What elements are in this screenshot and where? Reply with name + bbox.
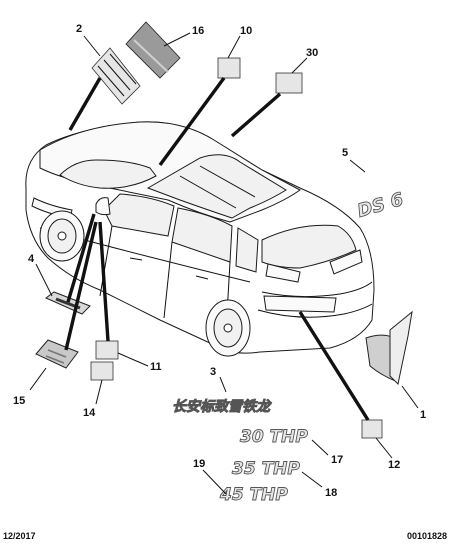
part-14-label [90,361,114,381]
part-10-label [217,57,241,79]
part-17-30thp-badge: 30 THP [240,427,308,447]
callout-numbers: 2 16 10 30 5 4 11 3 15 14 1 17 12 19 18 [13,23,426,499]
part-3-chinese-emblem: 长安标致雪铁龙 [172,398,272,415]
callout-18: 18 [325,487,337,499]
callout-16: 16 [192,25,204,37]
callout-19: 19 [193,458,205,470]
part-1-logo [365,310,413,386]
callout-4: 4 [28,253,35,265]
footer-date: 12/2017 [3,531,36,541]
part-16-plate [125,21,181,79]
part-4-module [45,291,91,315]
callout-30: 30 [306,47,318,59]
part-18-35thp-badge: 35 THP [232,459,300,479]
part-15-plate [35,339,79,369]
car-illustration [25,121,375,357]
footer-reference: 00101828 [406,531,447,541]
callout-12: 12 [388,459,400,471]
callout-14: 14 [83,407,96,419]
part-11-label [95,340,119,360]
callout-17: 17 [331,454,343,466]
part-30-label [275,72,303,94]
part-12-label [361,419,383,439]
leader-lines [29,32,419,495]
callout-11: 11 [150,361,162,373]
callout-2: 2 [76,23,82,35]
callout-10: 10 [240,25,252,37]
callout-3: 3 [210,366,216,378]
part-19-45thp-badge: 45 THP [219,485,288,505]
part-5-ds6-emblem: DS 6 [355,189,406,222]
callout-5: 5 [342,147,348,159]
callout-1: 1 [420,409,426,421]
part-2-windscreen-label [91,47,141,105]
callout-15: 15 [13,395,25,407]
